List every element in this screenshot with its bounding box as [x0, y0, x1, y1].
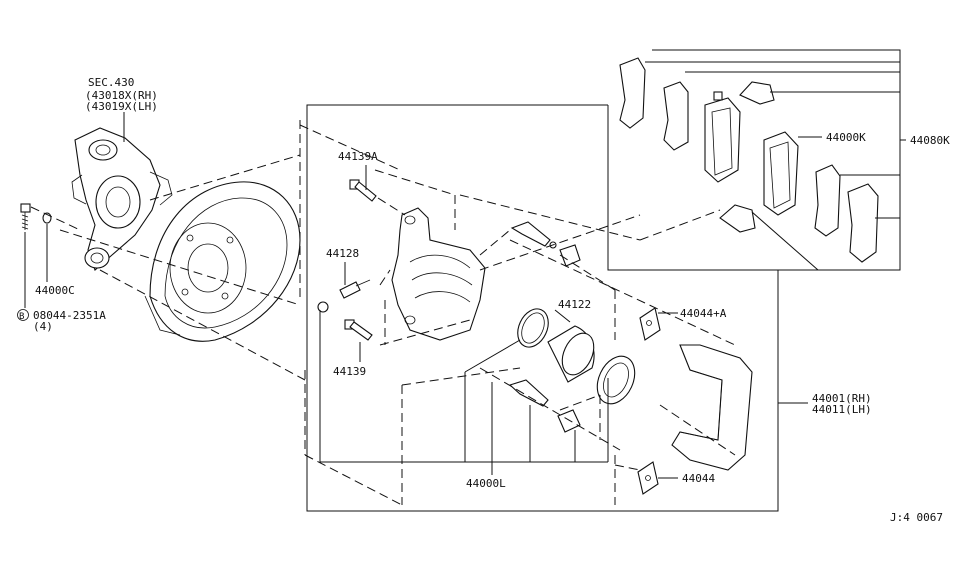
brake-pad-inner	[763, 131, 799, 216]
sec-ref-label: SEC.430	[88, 76, 134, 89]
bleeder-label: 44128	[326, 247, 359, 260]
piston-seal-part	[517, 308, 549, 348]
shim-plate-a-part	[639, 307, 661, 341]
pad-set-label: 44000K	[826, 131, 866, 144]
shim-plate-label: 44044	[682, 472, 715, 485]
guide-boot-lower	[557, 409, 581, 433]
seal-kit-label: 44000L	[466, 477, 506, 490]
knuckle-rh-label: (43018X(RH)	[85, 89, 158, 102]
pad-clip-lower	[719, 204, 756, 233]
caliper-lh-label: 44011(LH)	[812, 403, 872, 416]
slide-pin-a-part	[349, 179, 377, 202]
washer-label: 44000C	[35, 284, 75, 297]
bolt-code-label: 08044-2351A	[33, 309, 106, 322]
caliper-bracket	[671, 344, 753, 471]
caliper-piston-part	[547, 325, 595, 383]
steering-knuckle	[71, 127, 173, 271]
pad-clip-upper	[739, 81, 775, 105]
diagram-code-label: J:4 0067	[890, 511, 943, 524]
slide-pin-a-label: 44139A	[338, 150, 378, 163]
guide-boot-upper	[559, 244, 581, 267]
knuckle-bolt	[20, 203, 31, 230]
guide-pin-upper	[510, 221, 557, 249]
pad-kit-frame	[610, 49, 901, 271]
pad-shim-outer-2	[847, 183, 879, 263]
backing-plate	[144, 181, 301, 342]
bolt-circle-badge	[17, 309, 29, 321]
piston-label: 44122	[558, 298, 591, 311]
caliper-housing	[391, 207, 486, 341]
bolt-qty-label: (4)	[33, 320, 53, 333]
slide-pin-label: 44139	[333, 365, 366, 378]
pad-shim-inner-2	[814, 164, 841, 237]
caliper-rh-label: 44001(RH)	[812, 392, 872, 405]
brake-pad-outer	[704, 91, 741, 183]
knuckle-lh-label: (43019X(LH)	[85, 100, 158, 113]
slide-pin-part	[344, 319, 373, 341]
shim-plate-a-label: 44044+A	[680, 307, 727, 320]
pad-shim-outer	[619, 57, 646, 129]
bolt-circle-letter: B	[19, 312, 24, 322]
bleeder-screw-part	[317, 279, 371, 313]
pad-kit-label: 44080K	[910, 134, 950, 147]
pad-shim-inner	[663, 81, 689, 151]
dust-boot-part	[596, 355, 636, 405]
shim-plate-part	[637, 461, 659, 495]
guide-pin-lower	[508, 379, 549, 407]
